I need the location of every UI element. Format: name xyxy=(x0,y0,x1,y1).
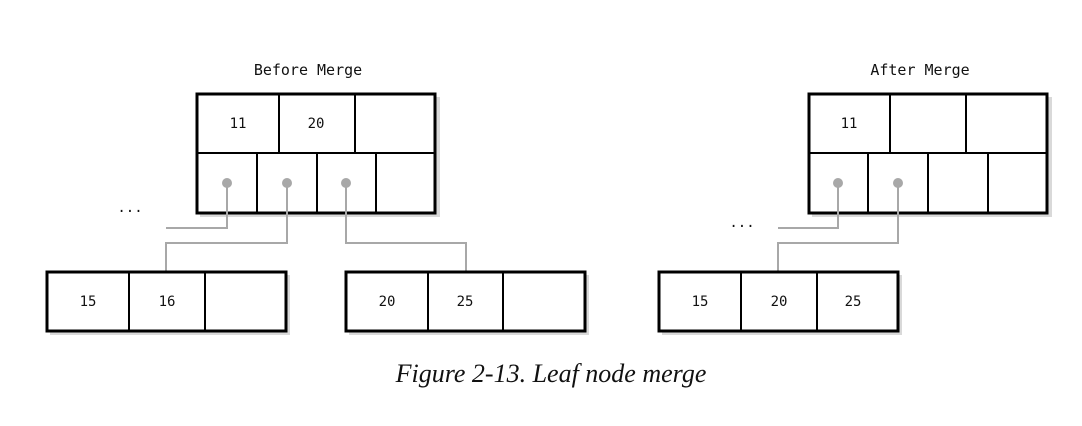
after-merge-title: After Merge xyxy=(870,61,969,79)
after-merged-leaf-key-1: 15 xyxy=(692,294,709,310)
after-parent-key-1: 11 xyxy=(841,116,858,132)
before-parent-key-2: 20 xyxy=(308,116,325,132)
before-ellipsis: ... xyxy=(117,200,142,216)
after-merged-leaf: 15 20 25 xyxy=(657,270,902,335)
after-pointer-wire-1 xyxy=(778,183,839,229)
figure-caption: Figure 2-13. Leaf node merge xyxy=(395,359,707,388)
after-parent-node: 11 xyxy=(807,92,1052,217)
before-merge-panel: Before Merge 11 20 ... xyxy=(45,61,589,335)
before-pointer-wire-2 xyxy=(165,183,288,272)
before-right-leaf-key-2: 25 xyxy=(457,294,474,310)
before-left-leaf-key-1: 15 xyxy=(80,294,97,310)
after-merged-leaf-key-3: 25 xyxy=(845,294,862,310)
after-merged-leaf-key-2: 20 xyxy=(771,294,788,310)
after-pointer-wire-2 xyxy=(777,183,899,272)
before-parent-key-1: 11 xyxy=(230,116,247,132)
before-merge-title: Before Merge xyxy=(254,61,362,79)
before-right-leaf: 20 25 xyxy=(344,270,589,335)
before-left-leaf-key-2: 16 xyxy=(159,294,176,310)
after-ellipsis: ... xyxy=(729,215,754,231)
after-merge-panel: After Merge 11 ... 15 xyxy=(657,61,1052,335)
before-parent-node: 11 20 xyxy=(195,92,440,217)
before-left-leaf: 15 16 xyxy=(45,270,290,335)
before-pointer-wire-3 xyxy=(345,183,467,272)
before-right-leaf-key-1: 20 xyxy=(379,294,396,310)
before-pointer-wire-1 xyxy=(166,183,228,229)
